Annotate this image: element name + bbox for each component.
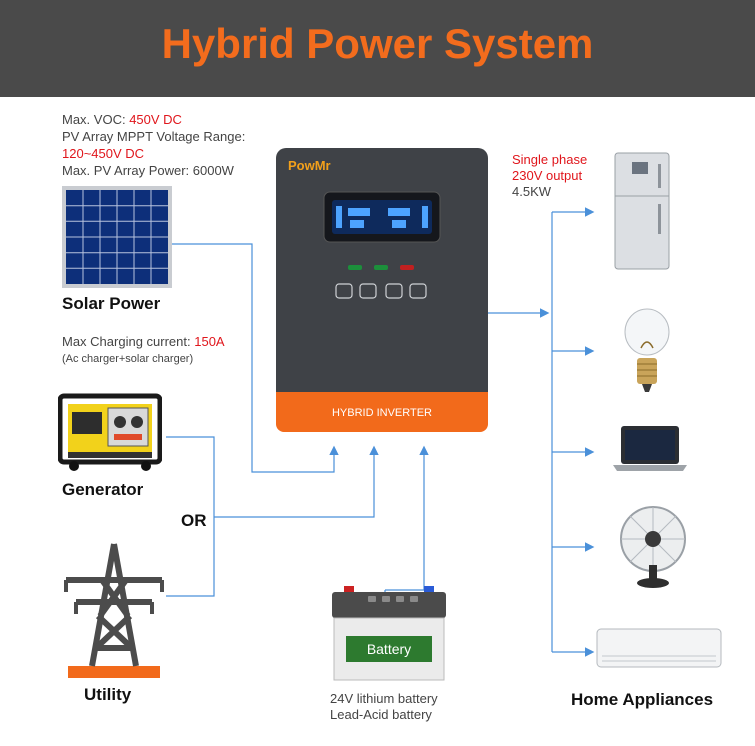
ac-bus-wire (214, 445, 379, 518)
inverter-icon: PowMr HYBRID INVERTER (276, 148, 488, 432)
battery-type-lithium: 24V lithium battery (330, 691, 438, 706)
pv-voc: Max. VOC: 450V DC (62, 112, 182, 127)
battery-label: Battery (366, 641, 412, 657)
pv-voc-label: Max. VOC: (62, 112, 130, 127)
ac-input-wire (166, 436, 215, 597)
solar-power-label: Solar Power (62, 294, 161, 313)
pv-max-power: Max. PV Array Power: 6000W (62, 163, 234, 178)
solar-wire (172, 243, 339, 473)
utility-label: Utility (84, 685, 132, 704)
charging-note: (Ac charger+solar charger) (62, 353, 194, 365)
battery-icon: Battery (330, 586, 448, 682)
inverter-body (276, 148, 488, 432)
battery-type-lead-acid: Lead-Acid battery (330, 707, 432, 722)
pv-mppt-value: 120~450V DC (62, 146, 145, 161)
generator-label: Generator (62, 480, 144, 499)
laptop-icon (613, 426, 687, 471)
title-banner: Hybrid Power System (0, 0, 755, 97)
charging-current-label: Max Charging current: (62, 334, 195, 349)
air-conditioner-icon (596, 628, 722, 668)
battery-wire (385, 445, 429, 591)
page-title: Hybrid Power System (161, 20, 594, 67)
pylon-icon (64, 543, 164, 678)
bulb-icon (624, 308, 670, 392)
output-phase: Single phase (512, 152, 588, 167)
pv-mppt-label: PV Array MPPT Voltage Range: (62, 129, 246, 144)
inverter-brand: PowMr (288, 158, 331, 173)
charging-current-value: 150A (194, 334, 225, 349)
fridge-icon (614, 152, 670, 270)
battery-body (332, 586, 446, 681)
charging-current: Max Charging current: 150A (62, 334, 225, 349)
output-power: 4.5KW (512, 184, 552, 199)
pv-voc-value: 450V DC (129, 112, 182, 127)
solar-panel-icon (62, 186, 172, 288)
inverter-band-text: HYBRID INVERTER (331, 407, 433, 419)
or-label: OR (181, 511, 207, 530)
fan-icon (620, 506, 686, 588)
output-voltage: 230V output (512, 168, 583, 183)
generator-icon (58, 393, 162, 471)
home-appliances-label: Home Appliances (571, 690, 714, 709)
